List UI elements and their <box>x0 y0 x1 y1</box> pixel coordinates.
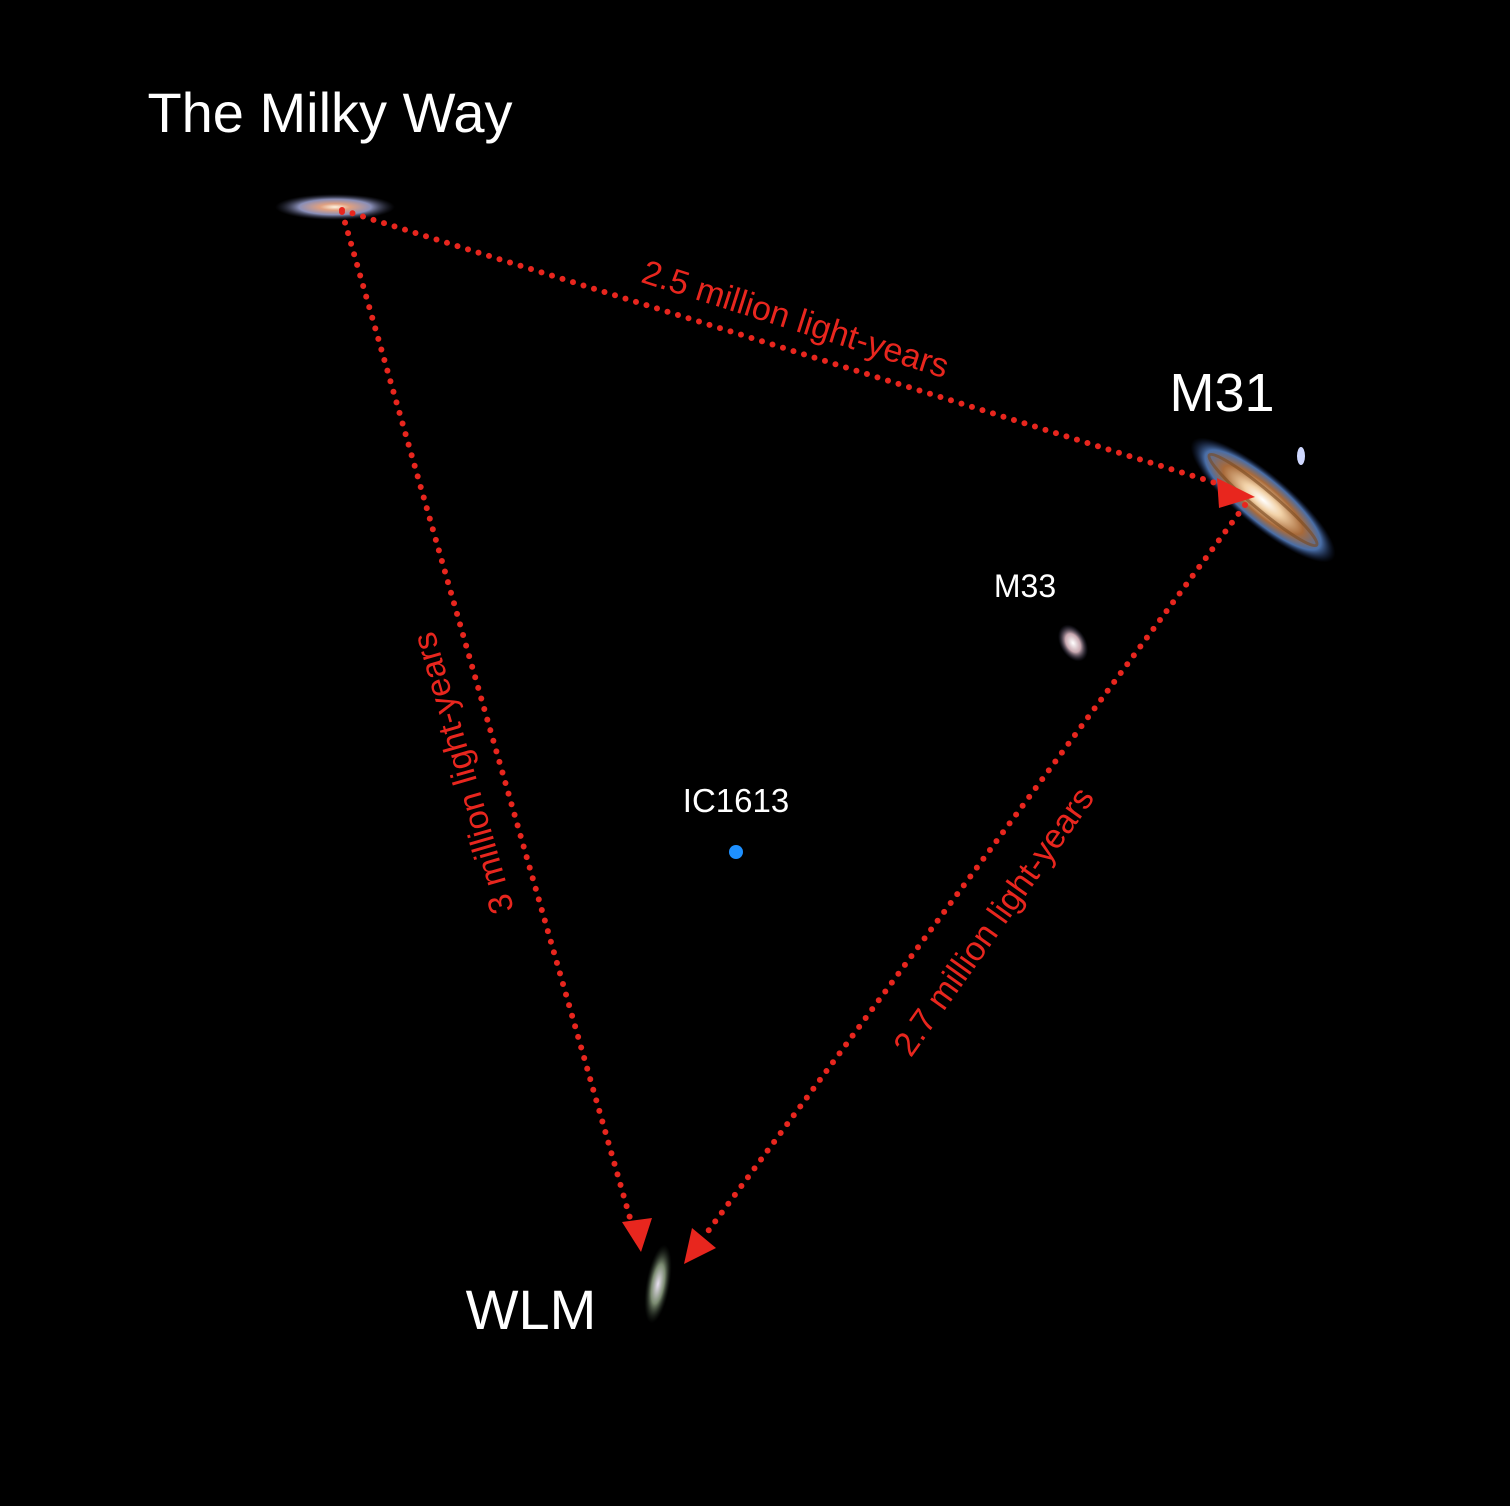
arrowhead-wlm-from-m31-icon <box>684 1228 716 1264</box>
wlm-galaxy-image <box>644 1244 672 1324</box>
distance-m31-wlm-label: 2.7 million light-years <box>886 780 1102 1063</box>
m31-satellite-image <box>1297 447 1305 465</box>
m33-label: M33 <box>994 568 1056 604</box>
mw-to-m31-line <box>339 207 1225 488</box>
wlm-label: WLM <box>466 1278 597 1341</box>
m31-galaxy-image <box>1190 437 1336 563</box>
arrowhead-wlm-from-mw-icon <box>622 1218 652 1252</box>
m33-galaxy-image <box>1057 624 1089 662</box>
m31-to-wlm-line <box>700 502 1248 1241</box>
milky-way-galaxy-image <box>275 194 395 220</box>
arrowhead-m31-icon <box>1217 478 1255 508</box>
m31-label: M31 <box>1169 363 1274 423</box>
ic1613-marker <box>729 845 743 859</box>
milky-way-label: The Milky Way <box>147 81 512 144</box>
distance-mw-m31-label: 2.5 million light-years <box>637 253 953 386</box>
mw-to-wlm-line <box>339 209 635 1228</box>
ic1613-label: IC1613 <box>683 782 789 819</box>
